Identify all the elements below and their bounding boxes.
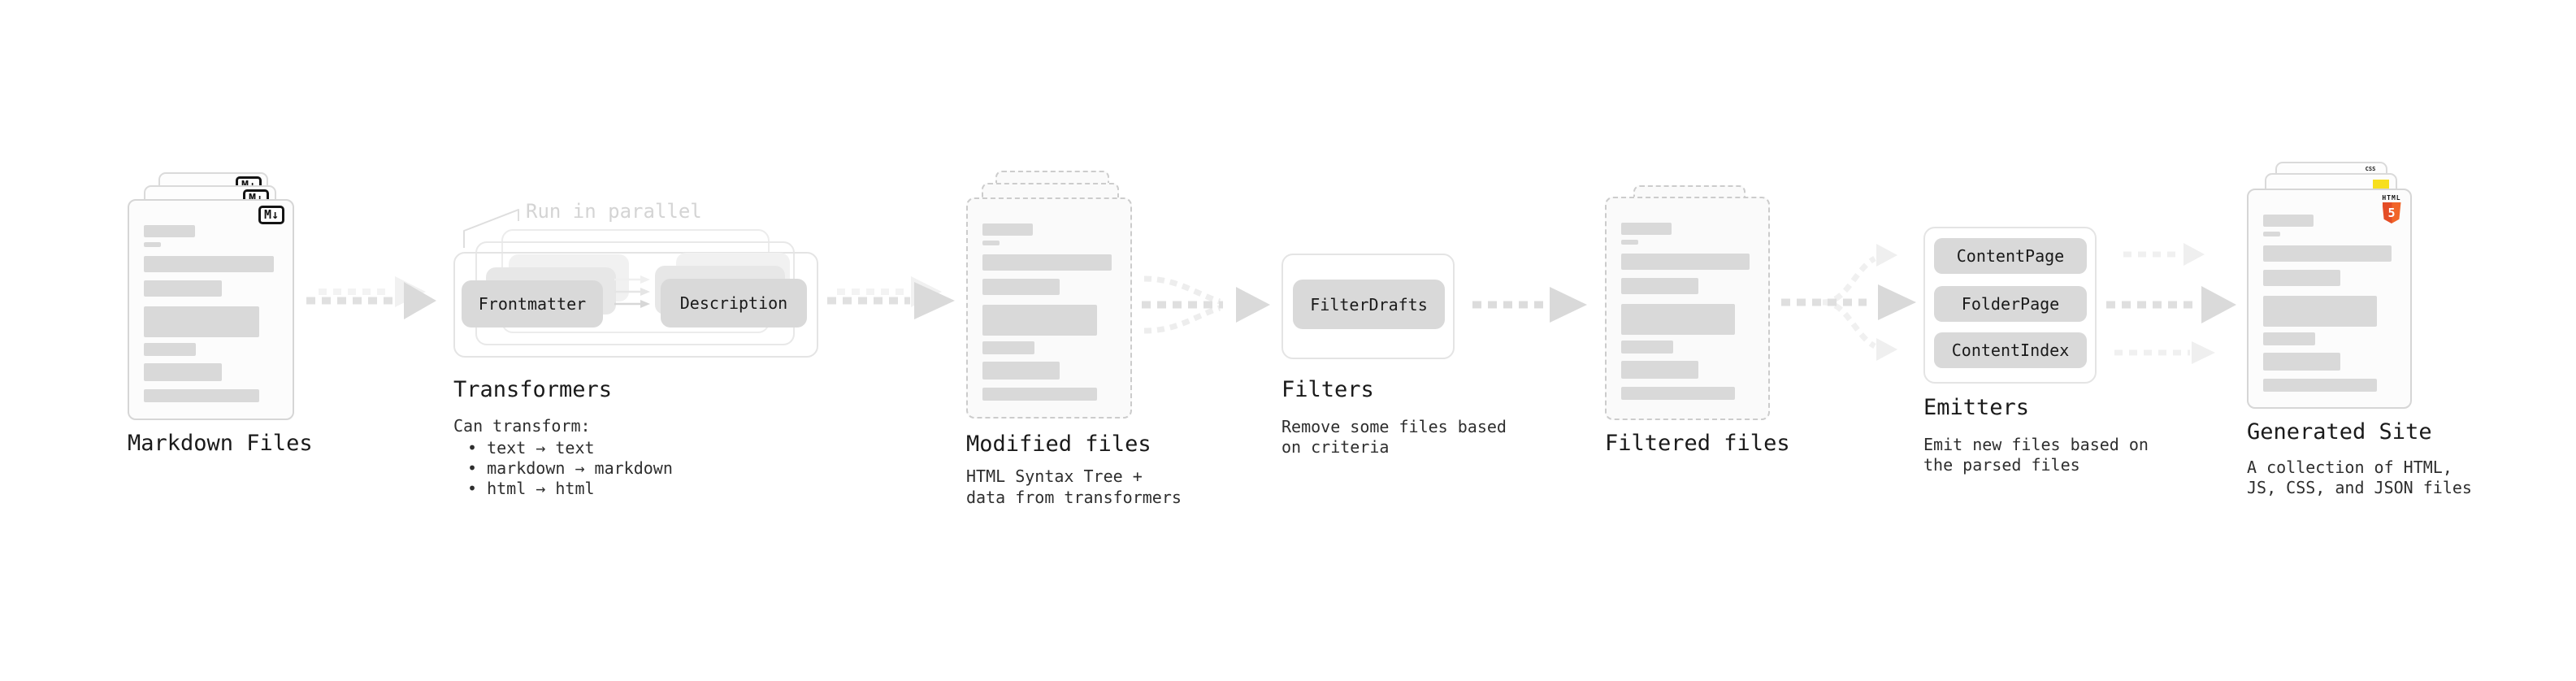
html5-icon: HTML 5: [2382, 194, 2401, 223]
css-icon-word: CSS: [2365, 166, 2376, 172]
transform-mini-arrows: [614, 275, 650, 308]
doc-content-bars: [982, 199, 1116, 417]
doc-content-bars: [144, 201, 278, 419]
frontmatter-chip: Frontmatter: [462, 280, 603, 327]
filters-label: Filters: [1281, 377, 1374, 402]
filtered-files-label: Filtered files: [1605, 431, 1790, 456]
modified-file-card: [966, 197, 1132, 419]
js-icon: [2373, 180, 2389, 191]
markdown-files-label: Markdown Files: [128, 431, 313, 456]
emitters-frame: [1923, 227, 2097, 384]
arrow-modified-to-filters: [1142, 275, 1270, 334]
folderpage-chip: FolderPage: [1934, 286, 2087, 322]
arrow-filtered-to-emitters: [1781, 244, 1916, 361]
description-chip: Description: [661, 279, 807, 327]
doc-content-bars: [1621, 198, 1754, 419]
modified-files-label: Modified files: [966, 432, 1151, 457]
doc-content-bars: [2263, 190, 2396, 407]
transformers-bullet-3: • html → html: [467, 479, 595, 498]
arrow-filters-to-filtered: [1472, 287, 1587, 323]
emitters-desc-1: Emit new files based on: [1923, 435, 2149, 454]
generated-site-label: Generated Site: [2247, 419, 2432, 445]
transformers-label: Transformers: [453, 377, 613, 402]
emitters-label: Emitters: [1923, 395, 2030, 420]
emitters-desc-2: the parsed files: [1923, 455, 2080, 475]
transformers-desc-heading: Can transform:: [453, 416, 591, 436]
generated-site-desc-1: A collection of HTML,: [2247, 458, 2452, 477]
arrow-transformers-to-modified: [827, 276, 955, 319]
arrow-markdown-to-transformers: [306, 276, 436, 319]
modified-files-desc-2: data from transformers: [966, 488, 1182, 507]
transformers-bullet-2: • markdown → markdown: [467, 458, 673, 478]
filters-frame: [1281, 254, 1455, 359]
note-leader-line: [463, 209, 519, 248]
generated-site-desc-2: JS, CSS, and JSON files: [2247, 478, 2472, 497]
modified-files-desc-1: HTML Syntax Tree +: [966, 466, 1143, 486]
html5-icon-shield: 5: [2382, 202, 2401, 223]
markdown-icon: M↓: [258, 206, 284, 224]
transformers-bullet-1: • text → text: [467, 438, 595, 458]
contentindex-chip: ContentIndex: [1934, 332, 2087, 368]
markdown-file-card: M↓: [128, 199, 294, 420]
html5-icon-word: HTML: [2382, 194, 2401, 202]
transformer-layer-frame-1: [453, 252, 818, 358]
site-file-card: HTML 5: [2247, 189, 2412, 409]
run-in-parallel-note: Run in parallel: [526, 200, 702, 223]
arrow-emitters-to-site: [2106, 243, 2236, 364]
filters-desc-1: Remove some files based: [1281, 417, 1507, 436]
contentpage-chip: ContentPage: [1934, 238, 2087, 274]
filters-desc-2: on criteria: [1281, 437, 1390, 457]
filterdrafts-chip: FilterDrafts: [1293, 280, 1445, 329]
filtered-file-card: [1605, 197, 1770, 420]
